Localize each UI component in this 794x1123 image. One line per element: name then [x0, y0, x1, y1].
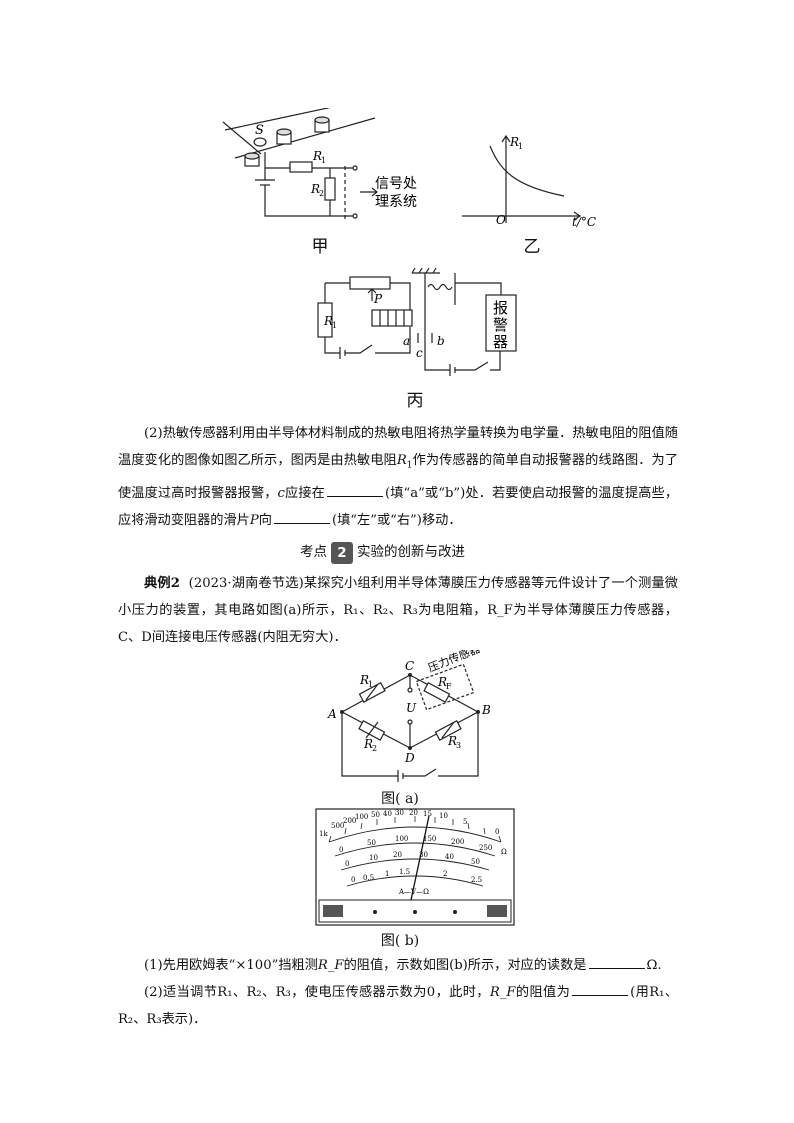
- svg-text:10: 10: [369, 854, 378, 862]
- figure-bing: R 1 P a b c 报 警 器: [300, 265, 520, 383]
- svg-text:30: 30: [395, 809, 404, 817]
- svg-text:100: 100: [355, 813, 368, 821]
- svg-text:1: 1: [332, 321, 337, 330]
- svg-text:D: D: [404, 751, 415, 765]
- svg-text:20: 20: [393, 851, 402, 859]
- svg-text:Ω: Ω: [501, 848, 507, 856]
- caption-a: 图( a): [381, 791, 419, 807]
- svg-text:1.5: 1.5: [399, 868, 410, 876]
- figure-b-multimeter: 1k 500 200 100 50 40 30 20 15 10 5 0 Ω 0…: [315, 808, 515, 926]
- svg-text:200: 200: [451, 838, 464, 846]
- answer-blank-p[interactable]: [273, 510, 330, 524]
- svg-text:0: 0: [345, 860, 349, 868]
- caption-b: 图( b): [380, 933, 420, 949]
- svg-text:A—V—Ω: A—V—Ω: [398, 888, 429, 896]
- svg-text:C: C: [405, 659, 414, 673]
- svg-text:R: R: [359, 673, 369, 687]
- svg-text:5: 5: [463, 818, 467, 826]
- svg-text:0: 0: [339, 846, 343, 854]
- svg-text:警: 警: [493, 316, 508, 334]
- svg-text:F: F: [446, 682, 452, 691]
- paragraph-questions: (1)先用欧姆表“×100”挡粗测R_F的阻值，示数如图(b)所示，对应的读数是…: [118, 952, 678, 1033]
- section-number-badge: 2: [331, 541, 353, 564]
- figure-a-bridge-circuit: A B C D U R 1 R 2 R 3 R F 压力传感器: [320, 642, 510, 782]
- svg-text:理系统: 理系统: [375, 194, 417, 210]
- svg-text:10: 10: [439, 812, 448, 820]
- svg-text:R: R: [323, 314, 333, 328]
- svg-text:O: O: [496, 213, 506, 227]
- svg-text:2.5: 2.5: [471, 876, 482, 884]
- answer-blank-reading[interactable]: [588, 955, 645, 969]
- svg-text:40: 40: [445, 853, 454, 861]
- svg-text:c: c: [416, 346, 423, 360]
- svg-text:500: 500: [331, 822, 344, 830]
- answer-blank-c[interactable]: [326, 483, 383, 497]
- svg-text:R: R: [310, 182, 320, 196]
- svg-text:R: R: [447, 734, 457, 748]
- svg-text:20: 20: [409, 809, 418, 817]
- svg-text:50: 50: [471, 858, 480, 866]
- svg-text:P: P: [373, 292, 383, 306]
- caption-bing: 丙: [406, 391, 424, 411]
- svg-text:t/°C: t/°C: [572, 215, 596, 228]
- svg-text:R: R: [437, 675, 447, 689]
- svg-text:3: 3: [456, 741, 461, 750]
- svg-text:R: R: [363, 737, 373, 751]
- svg-text:200: 200: [343, 817, 356, 825]
- svg-text:100: 100: [395, 835, 408, 843]
- svg-text:50: 50: [367, 839, 376, 847]
- svg-text:器: 器: [493, 333, 508, 351]
- svg-text:报: 报: [493, 299, 508, 317]
- svg-text:150: 150: [423, 835, 436, 843]
- caption-jia: 甲: [311, 237, 329, 257]
- svg-text:15: 15: [423, 810, 432, 818]
- paragraph-thermistor: (2)热敏传感器利用由半导体材料制成的热敏电阻将热学量转换为电学量．热敏电阻的阻…: [118, 426, 679, 528]
- svg-text:2: 2: [319, 189, 324, 198]
- svg-text:40: 40: [383, 810, 392, 818]
- svg-text:0: 0: [351, 876, 355, 884]
- svg-text:0.5: 0.5: [363, 874, 374, 882]
- svg-text:1: 1: [385, 870, 389, 878]
- svg-text:信号处: 信号处: [375, 176, 417, 192]
- svg-text:R: R: [312, 149, 322, 163]
- svg-text:0: 0: [495, 828, 499, 836]
- svg-text:1: 1: [518, 142, 523, 151]
- svg-text:30: 30: [419, 851, 428, 859]
- svg-text:U: U: [406, 701, 417, 715]
- svg-text:50: 50: [371, 811, 380, 819]
- svg-text:2: 2: [372, 744, 377, 753]
- caption-yi: 乙: [523, 237, 541, 257]
- figure-yi: R 1 O t/°C: [462, 128, 612, 229]
- svg-text:压力传感器: 压力传感器: [426, 650, 482, 675]
- svg-text:R: R: [509, 135, 519, 149]
- svg-text:b: b: [437, 334, 445, 348]
- svg-text:1k: 1k: [319, 830, 328, 838]
- svg-text:250: 250: [479, 844, 492, 852]
- svg-text:1: 1: [321, 156, 326, 165]
- label-s: S: [255, 123, 264, 138]
- svg-text:B: B: [481, 703, 491, 717]
- paragraph-example2: 典例2 (2023·湖南卷节选)某探究小组利用半导体薄膜压力传感器等元件设计了一…: [118, 576, 678, 645]
- svg-text:1: 1: [368, 680, 373, 689]
- answer-blank-rf[interactable]: [572, 982, 629, 996]
- svg-text:A: A: [327, 707, 337, 721]
- svg-text:2: 2: [443, 870, 447, 878]
- figure-jia: S R 1 R 2 信号处 理系统: [215, 99, 430, 258]
- svg-text:a: a: [403, 334, 410, 348]
